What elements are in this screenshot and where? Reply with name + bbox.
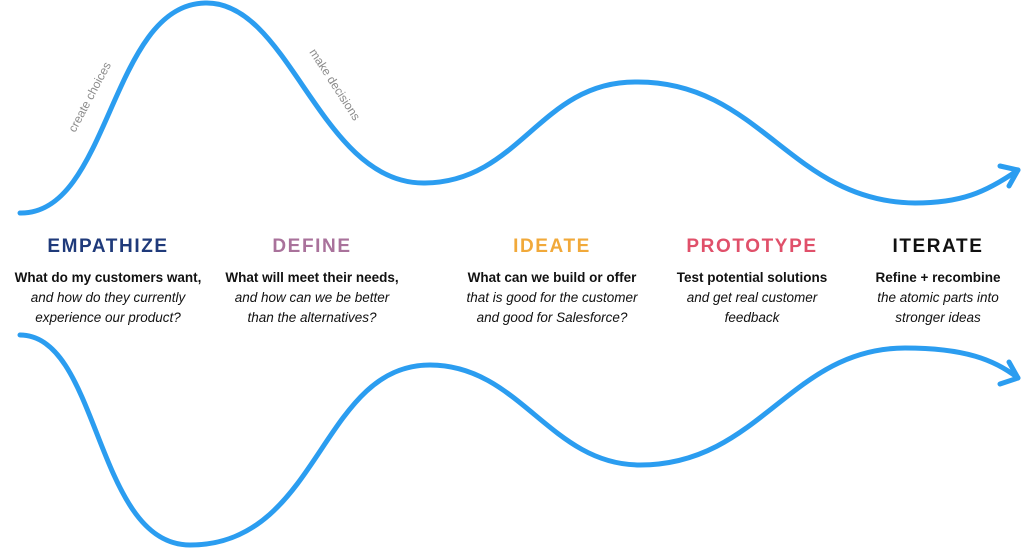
stage-title: DEFINE: [272, 236, 352, 257]
stage-detail-line: the atomic parts into: [877, 290, 999, 305]
make-decisions-annotation: make decisions: [306, 46, 363, 123]
stage-title: IDEATE: [513, 236, 591, 257]
stage-detail-line: than the alternatives?: [247, 310, 377, 325]
stage-question: Test potential solutions: [676, 270, 828, 285]
stage-title: EMPATHIZE: [47, 236, 169, 257]
stage-define: DEFINE What will meet their needs, and h…: [207, 236, 417, 328]
stage-detail-line: and how do they currently: [30, 290, 186, 305]
upper-arrowhead-icon: [997, 163, 1021, 189]
stage-detail-line: feedback: [724, 310, 780, 325]
stage-prototype: PROTOTYPE Test potential solutions and g…: [647, 236, 857, 328]
stage-title: ITERATE: [892, 236, 984, 257]
stage-question: What do my customers want,: [14, 270, 202, 285]
stage-detail-line: and how can we be better: [234, 290, 390, 305]
stage-title: PROTOTYPE: [686, 236, 818, 257]
stage-iterate: ITERATE Refine + recombine the atomic pa…: [833, 236, 1024, 328]
stage-detail-line: experience our product?: [35, 310, 181, 325]
stage-detail-line: and get real customer: [686, 290, 818, 305]
stage-detail-line: that is good for the customer: [466, 290, 638, 305]
stage-question: What can we build or offer: [467, 270, 637, 285]
upper-wave-curve: [17, 0, 1021, 216]
stage-question: What will meet their needs,: [225, 270, 399, 285]
stage-empathize: EMPATHIZE What do my customers want, and…: [3, 236, 213, 328]
stage-detail-line: and good for Salesforce?: [476, 310, 628, 325]
stage-ideate: IDEATE What can we build or offer that i…: [447, 236, 657, 328]
lower-wave-curve: [17, 332, 1021, 548]
lower-arrowhead-icon: [997, 359, 1021, 387]
stage-detail-line: stronger ideas: [895, 310, 981, 325]
stage-question: Refine + recombine: [875, 270, 1001, 285]
